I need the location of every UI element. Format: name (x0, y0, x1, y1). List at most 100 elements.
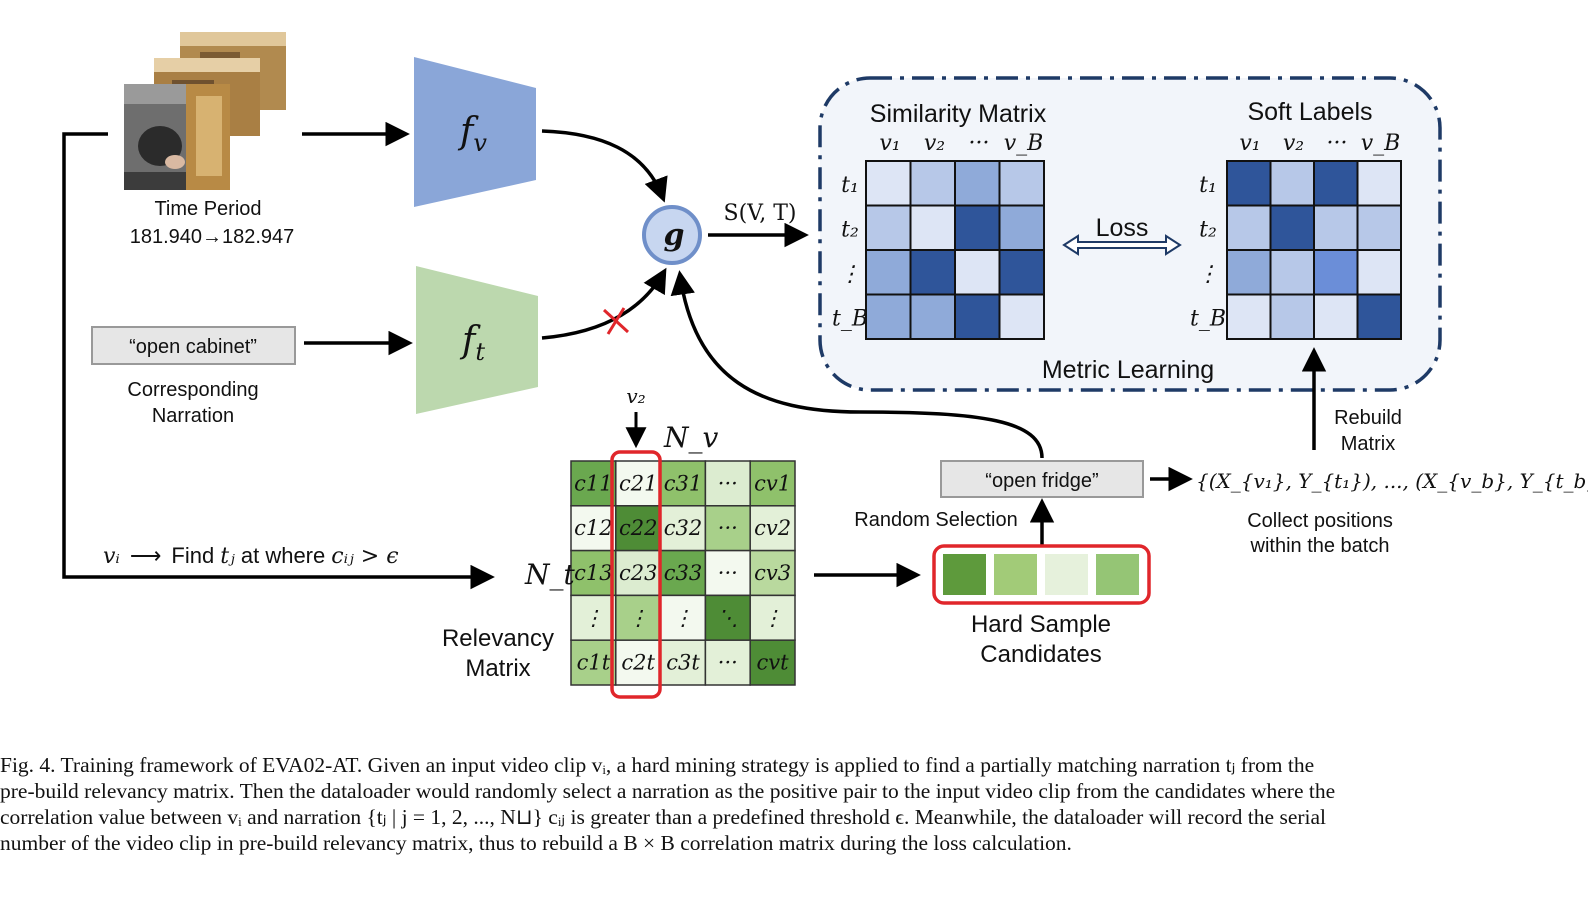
relevancy-cell-label: c12 (574, 516, 612, 540)
relevancy-cell-label: ⋮ (762, 606, 783, 630)
relevancy-cell (749, 549, 796, 597)
similarity-cell (998, 249, 1045, 296)
similarity-cell (909, 293, 956, 340)
collect-label-line2: within the batch (1250, 535, 1390, 557)
similarity-matrix-title: Similarity Matrix (870, 100, 1047, 128)
relevancy-cell-label: c31 (664, 471, 702, 495)
stop-gradient-cross-icon (602, 307, 630, 335)
similarity-cell (954, 160, 1001, 207)
caption-line: number of the video clip in pre-build re… (0, 831, 1072, 855)
relevancy-cell (615, 639, 662, 686)
relevancy-cell (570, 639, 617, 686)
soft-labels-row-label: t_B (1190, 307, 1226, 332)
soft-labels-col-label: v_B (1361, 131, 1401, 156)
relevancy-cell-label: cv3 (754, 561, 791, 585)
similarity-cell (909, 204, 956, 251)
text-encoder-trapezoid (416, 266, 538, 414)
hard-sample-swatch (994, 554, 1037, 595)
soft-label-cell (1313, 293, 1359, 340)
narration-text: “open cabinet” (129, 336, 257, 358)
relevancy-cell-label: c33 (664, 561, 702, 585)
loss-label: Loss (1096, 214, 1149, 242)
similarity-col-label: v_B (1004, 131, 1044, 156)
soft-labels-col-label: v₁ (1239, 131, 1260, 156)
similarity-cell (954, 249, 1001, 296)
relevancy-cell (704, 639, 751, 686)
soft-labels-row-label: t₂ (1199, 218, 1217, 243)
soft-labels-matrix (1226, 160, 1402, 340)
similarity-col-label: ··· (969, 131, 990, 156)
narration-label: Narration (152, 405, 234, 427)
hard-sample-swatch (1096, 554, 1139, 595)
relevancy-cell (615, 594, 662, 641)
relevancy-cell (659, 639, 707, 686)
relevancy-cell-label: ⋮ (583, 606, 604, 630)
similarity-cell (865, 160, 912, 207)
relevancy-cell-label: ··· (718, 651, 738, 675)
similarity-row-label: ⋮ (839, 262, 861, 287)
rebuild-label: Rebuild (1334, 407, 1402, 429)
similarity-cell (998, 293, 1045, 340)
soft-label-cell (1269, 160, 1315, 207)
time-range-label: 181.940→182.947 (130, 226, 295, 248)
video-to-find-line (62, 132, 495, 590)
relevancy-cell-label: cv2 (754, 516, 791, 540)
similarity-output-label: S(V, T) (724, 201, 797, 226)
caption-line: correlation value between vᵢ and narrati… (0, 805, 1327, 829)
similarity-row-label: t_B (832, 307, 868, 332)
figure-caption: Fig. 4. Training framework of EVA02-AT. … (0, 752, 1540, 872)
relevancy-cell (615, 460, 662, 507)
soft-label-cell (1313, 204, 1359, 251)
matrix-label: Matrix (1341, 433, 1395, 455)
nt-label: N_t (524, 558, 576, 591)
collect-formula: {(X_{v₁}, Y_{t₁}), ..., (X_{v_b}, Y_{t_b… (1196, 469, 1588, 493)
relevancy-cell (659, 460, 707, 507)
hard-sample-label-line2: Candidates (980, 641, 1101, 668)
soft-label-cell (1269, 249, 1315, 296)
relevancy-label-line2: Matrix (465, 655, 530, 682)
video-encoder-trapezoid (414, 57, 536, 207)
soft-label-cell (1356, 204, 1402, 251)
sampled-narration-box (940, 460, 1144, 498)
fusion-node (642, 205, 702, 265)
relevancy-cell-label: c21 (619, 471, 657, 495)
collect-label-line1: Collect positions (1247, 510, 1393, 532)
soft-label-cell (1269, 293, 1315, 340)
similarity-cell (865, 249, 912, 296)
soft-labels-row-label: t₁ (1199, 173, 1217, 198)
fridge-to-g-arrow (670, 270, 1044, 459)
loss-double-arrow-icon (1062, 234, 1182, 256)
nv-label: N_v (663, 421, 719, 454)
relevancy-cell (749, 639, 796, 686)
soft-label-cell (1269, 204, 1315, 251)
relevancy-cell (659, 594, 707, 641)
ft-to-g-arrow (541, 267, 667, 340)
relevancy-cell-label: ··· (718, 561, 738, 585)
similarity-matrix (865, 160, 1045, 340)
similarity-cell (954, 204, 1001, 251)
similarity-cell (998, 204, 1045, 251)
similarity-col-label: v₂ (924, 131, 945, 156)
relevancy-cell-label: c22 (619, 516, 657, 540)
relevancy-cell (570, 594, 617, 641)
similarity-cell (909, 249, 956, 296)
v2-label: v₂ (626, 384, 645, 408)
relevancy-cell-label: ··· (718, 516, 738, 540)
random-selection-label: Random Selection (854, 509, 1017, 531)
similarity-cell (954, 293, 1001, 340)
similarity-cell (998, 160, 1045, 207)
relevancy-cell-label: cvt (757, 651, 790, 675)
relevancy-cell-label: c32 (664, 516, 702, 540)
relevancy-cell (615, 549, 662, 597)
relevancy-highlight-column (610, 450, 662, 699)
similarity-cell (909, 160, 956, 207)
soft-label-cell (1313, 160, 1359, 207)
relevancy-cell-label: c2t (621, 651, 655, 675)
time-period-label: Time Period (154, 198, 261, 220)
soft-label-cell (1226, 249, 1272, 296)
hard-sample-swatch (943, 554, 986, 595)
relevancy-cell-label: ⋮ (673, 606, 694, 630)
